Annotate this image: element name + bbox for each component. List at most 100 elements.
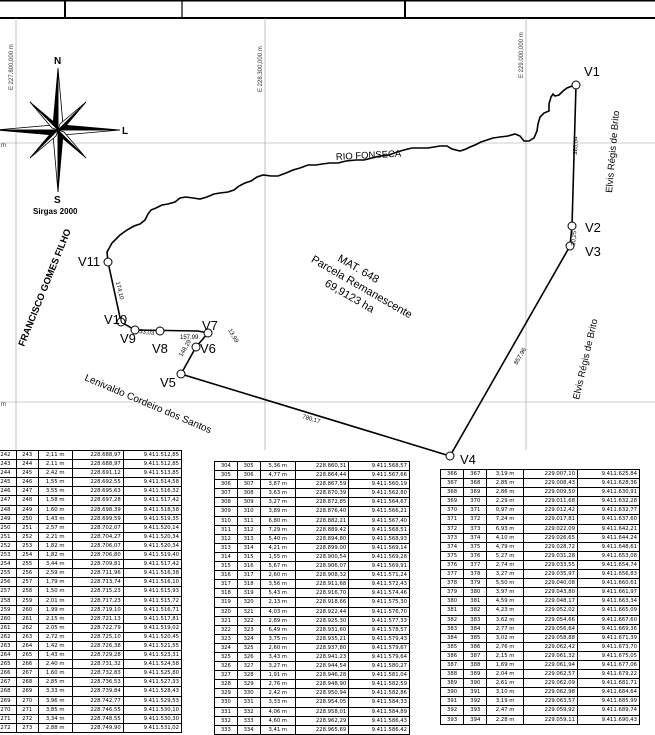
table-cell: 2,29 m	[486, 496, 524, 507]
table-cell: 3,27 m	[259, 661, 297, 672]
segment-v6-v7: 13,99	[226, 328, 239, 345]
vertex-label-v11: V11	[78, 254, 100, 269]
table-cell: 9.411.665,09	[576, 605, 641, 616]
table-cell: 266	[15, 659, 39, 670]
table-cell: 9.411.564,67	[348, 497, 410, 508]
table-cell: 379	[463, 578, 488, 589]
datum-label: Sirgas 2000	[33, 207, 78, 216]
table-cell: 9.411.531,02	[122, 722, 183, 733]
table-cell: 370	[463, 496, 488, 507]
table-cell: 392	[463, 696, 488, 707]
easting-label-2: E 228.300,000 m	[258, 46, 264, 92]
table-cell: 229.009,50	[522, 487, 578, 498]
table-cell: 257	[15, 577, 39, 588]
table-cell: 9.411.527,33	[122, 677, 183, 688]
table-cell: 266	[0, 668, 17, 679]
table-cell: 3,75 m	[259, 633, 297, 644]
table-cell: 229.062,57	[522, 669, 578, 680]
table-cell: 324	[214, 642, 238, 653]
table-cell: 229.058,88	[522, 632, 578, 643]
table-cell: 9.411.663,34	[576, 596, 641, 607]
table-cell: 9.411.512,85	[122, 449, 183, 461]
table-cell: 380	[463, 587, 488, 598]
table-cell: 9.411.677,06	[576, 659, 641, 671]
table-cell: 6,49 m	[259, 624, 297, 635]
table-cell: 228.864,44	[295, 470, 350, 481]
table-cell: 3,10 m	[486, 687, 524, 698]
table-cell: 309	[236, 497, 261, 508]
table-cell: 228.688,97	[71, 449, 124, 461]
table-cell: 228.925,30	[295, 615, 350, 626]
table-cell: 389	[439, 678, 465, 689]
table-cell: 228.860,31	[295, 460, 350, 472]
table-cell: 323	[236, 624, 261, 635]
table-cell: 260	[15, 604, 39, 615]
table-cell: 264	[15, 640, 39, 652]
table-cell: 229.026,65	[522, 532, 578, 543]
river-label: RIO FONSECA	[336, 149, 403, 163]
table-cell: 9.411.517,42	[122, 559, 183, 570]
table-cell: 251	[15, 522, 39, 533]
table-cell: 381	[463, 596, 488, 607]
table-cell: 229.059,92	[522, 705, 578, 716]
table-cell: 375	[463, 541, 488, 552]
compass-east-label: L	[122, 126, 128, 137]
table-cell: 369	[463, 487, 488, 498]
table-cell: 228.922,44	[295, 606, 350, 617]
vertex-marker	[130, 325, 140, 335]
table-cell: 228.937,80	[295, 642, 350, 653]
table-cell: 229.063,57	[522, 696, 578, 707]
table-cell: 229.061,94	[522, 659, 578, 671]
table-cell: 3,27 m	[259, 497, 297, 508]
table-cell: 228.711,96	[71, 568, 124, 579]
table-cell: 387	[463, 650, 488, 661]
table-cell: 228.739,84	[71, 686, 124, 697]
table-cell: 9.411.675,05	[576, 650, 641, 661]
vertex-label-v10: V10	[104, 312, 127, 327]
table-cell: 228.698,39	[71, 504, 124, 515]
table-cell: 3,44 m	[37, 559, 73, 570]
table-cell: 9.411.661,97	[576, 587, 641, 598]
table-cell: 246	[0, 486, 17, 497]
table-cell: 228.732,83	[71, 668, 124, 679]
table-cell: 256	[0, 577, 17, 588]
table-cell: 6,80 m	[259, 515, 297, 526]
table-cell: 228.935,21	[295, 633, 350, 644]
table-cell: 376	[463, 550, 488, 561]
table-cell: 9.411.517,81	[122, 613, 183, 624]
table-cell: 326	[236, 651, 261, 663]
table-cell: 3,85 m	[37, 704, 73, 715]
table-cell: 387	[439, 659, 465, 671]
table-cell: 1,43 m	[37, 513, 73, 524]
segment-v2-v3: 30,25	[571, 230, 578, 246]
table-cell: 229.062,09	[522, 678, 578, 689]
table-cell: 9.411.632,77	[576, 505, 641, 516]
table-cell: 2,47 m	[486, 705, 524, 716]
table-cell: 4,59 m	[486, 596, 524, 607]
table-cell: 228.941,23	[295, 651, 350, 663]
table-cell: 261	[15, 613, 39, 624]
table-cell: 271	[0, 713, 17, 724]
table-cell: 3,63 m	[259, 488, 297, 499]
table-cell: 228.692,55	[71, 477, 124, 488]
table-cell: 2,74 m	[486, 559, 524, 571]
table-cell: 306	[236, 470, 261, 481]
table-cell: 1,60 m	[37, 504, 73, 515]
